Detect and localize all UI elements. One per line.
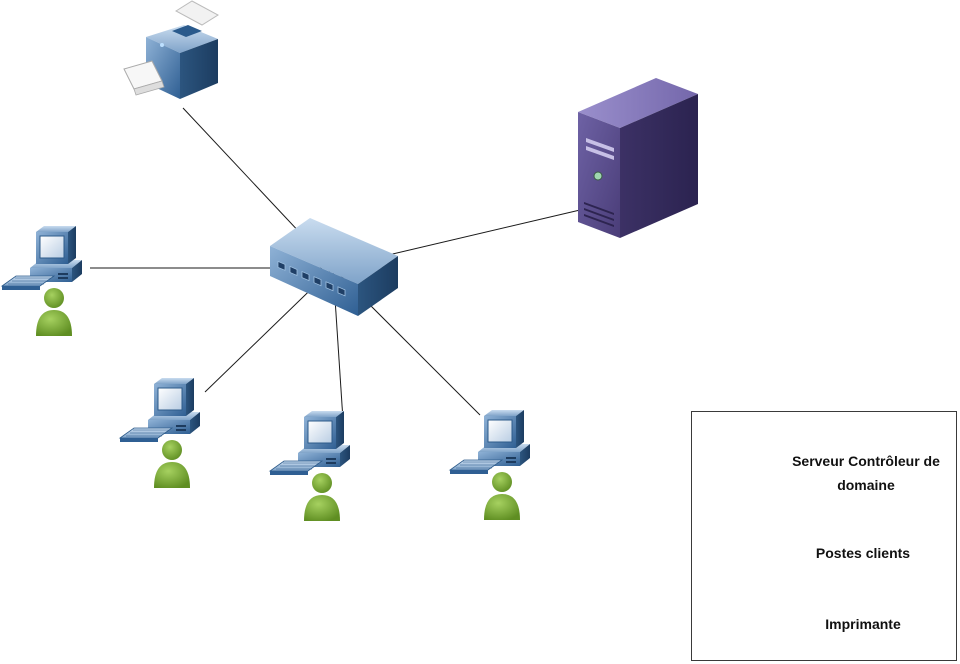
server-node	[577, 77, 699, 239]
legend-server-label-line1: Serveur Contrôleur de	[792, 453, 940, 469]
client-workstation-3	[269, 410, 351, 522]
client-workstation-2	[119, 377, 201, 489]
legend-printer-label: Imprimante	[825, 616, 901, 632]
client-workstation-4	[449, 409, 531, 521]
client-workstation-1	[1, 225, 83, 337]
legend-clients-label: Postes clients	[815, 545, 911, 561]
legend	[691, 411, 957, 661]
switch-node	[269, 217, 399, 317]
legend-server-label: Serveur Contrôleur de domaine	[778, 449, 954, 497]
legend-server-label-line2: domaine	[837, 477, 895, 493]
printer-node	[123, 0, 219, 100]
